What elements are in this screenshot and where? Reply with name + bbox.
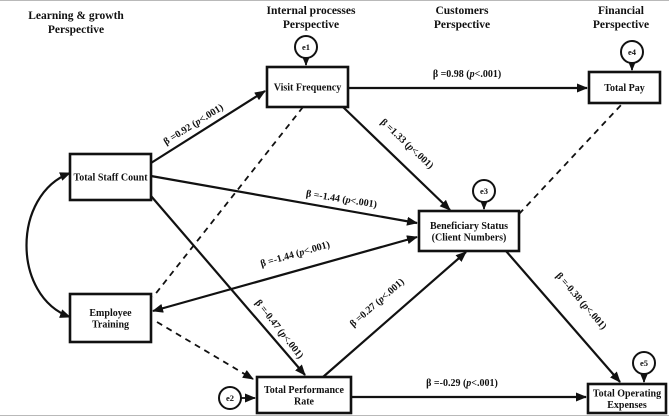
path-staff-to-performance — [150, 195, 306, 376]
path-visit-to-beneficiary — [342, 106, 451, 211]
error-term-circle-e5 — [632, 351, 656, 375]
coefficient-label-beneficiary-to-expenses: β =-0.38 (p<.001) — [553, 271, 608, 332]
node-label-line: Employee — [89, 308, 132, 319]
path-visit-training-dashed — [152, 106, 304, 298]
node-label-line: Beneficiary Status — [430, 221, 508, 232]
coefficient-label-staff-to-performance: β =-0.47 (p<.001) — [253, 298, 306, 361]
error-term-label-e1: e1 — [302, 42, 310, 52]
coefficient-label-staff-to-beneficiary: β =-1.44 (p<.001) — [305, 188, 378, 210]
error-term-circle-e1 — [294, 35, 318, 59]
node-label-line: Total Staff Count — [73, 173, 148, 184]
path-staff-to-beneficiary — [150, 174, 418, 226]
coefficient-label-performance-to-beneficiary: β =0.27 (p<.001) — [348, 277, 407, 330]
perspective-header-line: Perspective — [434, 19, 490, 31]
path-training-performance-dashed — [156, 321, 254, 380]
node-box-total-pay — [587, 70, 662, 105]
perspective-header-line: Perspective — [593, 19, 649, 31]
node-box-total-operating-expenses — [586, 382, 668, 415]
perspective-header-line: Internal processes — [267, 5, 356, 17]
error-term-label-e2: e2 — [226, 393, 234, 403]
node-label-visit-frequency: Visit Frequency — [274, 83, 342, 94]
node-box-employee-training — [68, 292, 153, 344]
node-label-line: (Client Numbers) — [432, 232, 507, 243]
error-term-label-e4: e4 — [628, 47, 637, 57]
perspective-header-line: Perspective — [48, 24, 104, 36]
node-label-line: Total Pay — [604, 83, 644, 94]
node-label-line: Total Operating — [593, 388, 661, 399]
coefficient-label-staff-to-visit: β =0.92 (p<.001) — [162, 102, 226, 148]
node-box-beneficiary-status — [417, 209, 521, 253]
perspective-header-line: Learning & growth — [28, 10, 124, 22]
coefficient-label-training-beneficiary: β =-1.44 (p<.001) — [259, 239, 331, 269]
perspective-header-line: Perspective — [283, 19, 339, 31]
coefficient-label-visit-to-beneficiary: β =1.33 (p<.001) — [378, 117, 435, 172]
error-term-circle-e4 — [620, 40, 644, 64]
path-staff-to-visit — [150, 90, 266, 164]
error-term-label-e5: e5 — [640, 358, 648, 368]
node-label-line: Visit Frequency — [274, 83, 342, 94]
node-label-line: Training — [92, 319, 129, 330]
perspective-header-line: Financial — [598, 5, 644, 17]
node-label-total-pay: Total Pay — [604, 83, 644, 94]
coefficient-label-visit-to-pay: β =0.98 (p<.001) — [433, 69, 501, 80]
path-beneficiary-to-expenses — [505, 250, 621, 383]
path-performance-to-beneficiary — [322, 251, 467, 378]
coefficient-label-performance-to-expenses: β =-0.29 (p<.001) — [426, 378, 498, 389]
node-label-line: Rate — [294, 396, 315, 407]
node-box-total-performance-rate — [255, 375, 353, 415]
node-box-total-staff-count — [68, 152, 153, 202]
perspective-header-line: Customers — [435, 5, 489, 17]
node-label-line: Total Performance — [264, 385, 344, 396]
node-label-beneficiary-status: Beneficiary Status(Client Numbers) — [430, 221, 508, 244]
covariance-arrow-staff-training-covariance — [25, 171, 71, 319]
node-label-total-staff-count: Total Staff Count — [73, 173, 148, 184]
node-label-line: Expenses — [607, 400, 647, 411]
error-term-label-e3: e3 — [480, 186, 488, 196]
path-beneficiary-pay-dashed — [518, 103, 623, 215]
error-term-circle-e2 — [218, 386, 242, 410]
path-training-beneficiary — [152, 235, 418, 313]
node-box-visit-frequency — [265, 65, 350, 109]
error-term-circle-e3 — [472, 179, 496, 203]
